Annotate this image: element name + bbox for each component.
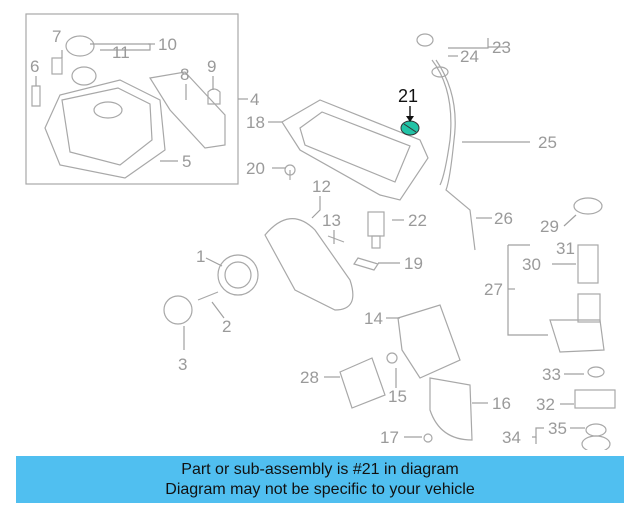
callout-13: 13: [322, 211, 341, 230]
callout-28: 28: [300, 368, 319, 387]
callout-19: 19: [404, 254, 423, 273]
callout-30: 30: [522, 255, 541, 274]
dipstick-assembly: [416, 33, 476, 251]
banner-line-2: Diagram may not be specific to your vehi…: [165, 481, 475, 498]
callout-29: 29: [540, 217, 559, 236]
callout-17: 17: [380, 428, 399, 447]
info-banner: Part or sub-assembly is #21 in diagram D…: [16, 456, 624, 503]
drain-plug-21: [400, 106, 420, 136]
callout-18: 18: [246, 113, 265, 132]
lower-housing-group: [339, 304, 473, 443]
leader-lines: [35, 38, 585, 444]
callout-24: 24: [460, 47, 479, 66]
sensor-group: [327, 211, 385, 271]
callout-32: 32: [536, 395, 555, 414]
callout-11: 11: [112, 43, 130, 62]
callout-21: 21: [398, 86, 418, 106]
parts-diagram: 7 10 11 6 8 9 4 5 18 20 21 23 24 25 26 1…: [25, 13, 616, 450]
callout-25: 25: [538, 133, 557, 152]
callout-12: 12: [312, 177, 331, 196]
callout-16: 16: [492, 394, 511, 413]
callout-4: 4: [250, 90, 259, 109]
callout-20: 20: [246, 159, 265, 178]
front-cover-group: [163, 218, 354, 325]
callout-35: 35: [548, 419, 567, 438]
callout-15: 15: [388, 387, 407, 406]
callout-22: 22: [408, 211, 427, 230]
callout-14: 14: [364, 309, 383, 328]
oil-pan: [281, 99, 429, 201]
callout-7: 7: [52, 27, 61, 46]
callout-6: 6: [30, 57, 39, 76]
callout-5: 5: [182, 152, 191, 171]
callout-23: 23: [492, 38, 511, 57]
callout-10: 10: [158, 35, 177, 54]
callout-26: 26: [494, 209, 513, 228]
callout-3: 3: [178, 355, 187, 374]
oil-filter-group: [549, 197, 616, 450]
callout-2: 2: [222, 317, 231, 336]
callout-8: 8: [180, 65, 189, 84]
callout-31: 31: [556, 239, 575, 258]
callout-27: 27: [484, 280, 503, 299]
callout-labels: 7 10 11 6 8 9 4 5 18 20 21 23 24 25 26 1…: [30, 27, 575, 447]
callout-34: 34: [502, 428, 521, 447]
banner-line-1: Part or sub-assembly is #21 in diagram: [181, 461, 459, 478]
callout-9: 9: [207, 57, 216, 76]
callout-1: 1: [196, 247, 205, 266]
callout-33: 33: [542, 365, 561, 384]
